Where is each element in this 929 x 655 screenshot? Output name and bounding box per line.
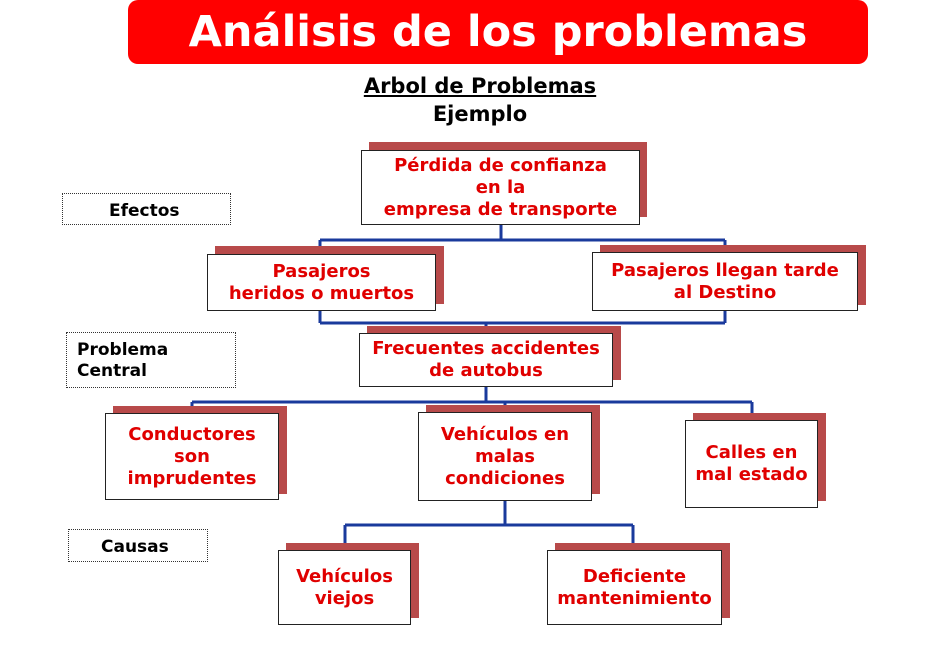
node-text-line: Pasajeros llegan tarde xyxy=(611,259,839,281)
node-text-line: al Destino xyxy=(673,281,777,303)
node-text-line: mal estado xyxy=(695,464,808,485)
node-text-line: Vehículos en xyxy=(440,423,570,445)
node-text-line: empresa de transporte xyxy=(383,198,618,220)
diagram-example-label: Ejemplo xyxy=(432,102,528,126)
central-problem-label: Problema Central xyxy=(66,332,236,388)
node-text-line: viejos xyxy=(314,587,375,609)
node-text-line: en la xyxy=(475,176,526,198)
node-text-line: condiciones xyxy=(445,467,565,489)
causes-label-text: Causas xyxy=(101,537,169,557)
effects-label-text: Efectos xyxy=(109,201,180,221)
node-text-line: Vehículos xyxy=(296,565,393,587)
cause-left-box: Conductores son imprudentes xyxy=(105,413,279,500)
node-text-line: Frecuentes accidentes xyxy=(372,338,600,359)
cause-right-box: Calles en mal estado xyxy=(685,420,818,508)
node-text-line: Calles en xyxy=(705,442,798,463)
node-text-line: de autobus xyxy=(429,360,543,381)
central-problem-label-line1: Problema xyxy=(77,340,169,360)
node-text-line: imprudentes xyxy=(127,467,257,489)
subcause-left-box: Vehículos viejos xyxy=(278,550,411,625)
node-text-line: mantenimiento xyxy=(557,587,712,609)
effect-left-box: Pasajeros heridos o muertos xyxy=(207,254,436,311)
effects-label: Efectos xyxy=(62,193,231,225)
node-text-line: Conductores xyxy=(128,423,256,445)
node-text-line: heridos o muertos xyxy=(228,282,415,304)
node-text-line: Pasajeros xyxy=(272,260,371,282)
node-text-line: Pérdida de confianza xyxy=(394,154,607,176)
node-text-line: Deficiente xyxy=(582,565,687,587)
cause-middle-box: Vehículos en malas condiciones xyxy=(418,412,592,501)
causes-label: Causas xyxy=(68,529,208,562)
page-title: Análisis de los problemas xyxy=(188,7,808,57)
subcause-right-box: Deficiente mantenimiento xyxy=(547,550,722,625)
node-text-line: son xyxy=(174,445,210,467)
diagram-subtitle: Arbol de Problemas xyxy=(363,74,597,98)
central-problem-label-line2: Central xyxy=(77,361,147,381)
central-problem-box: Frecuentes accidentes de autobus xyxy=(359,333,613,387)
title-banner: Análisis de los problemas xyxy=(128,0,868,64)
effect-right-box: Pasajeros llegan tarde al Destino xyxy=(592,252,858,311)
node-text-line: malas xyxy=(475,445,535,467)
effect-top-box: Pérdida de confianza en la empresa de tr… xyxy=(361,150,640,225)
